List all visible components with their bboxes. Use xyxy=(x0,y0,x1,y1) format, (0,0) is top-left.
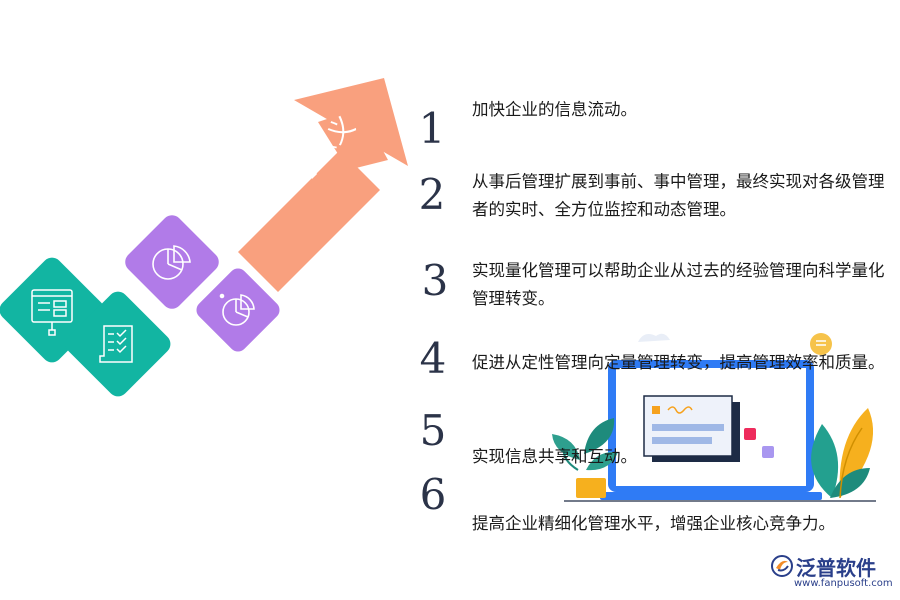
pie-chart-icon xyxy=(152,245,191,280)
brand-name: 泛普软件 xyxy=(796,556,876,580)
tile-pie-chart-1 xyxy=(125,215,219,309)
item-text-6: 提高企业精细化管理水平，增强企业核心竞争力。 xyxy=(472,514,835,533)
item-text-3: 实现量化管理可以帮助企业从过去的经验管理向科学量化管理转变。 xyxy=(472,261,885,308)
item-text-2: 从事后管理扩展到事前、事中管理，最终实现对各级管理者的实时、全方位监控和动态管理… xyxy=(472,172,885,219)
arrow-shaft xyxy=(238,150,380,292)
cloud-icon xyxy=(638,333,670,342)
item-text-5: 实现信息共享和互动。 xyxy=(472,447,637,466)
item-number-3: 3 xyxy=(421,256,449,305)
item-number-5: 5 xyxy=(419,406,447,455)
pie-chart-icon xyxy=(219,293,255,326)
item-text-1: 加快企业的信息流动。 xyxy=(472,100,637,119)
item-number-6: 6 xyxy=(419,470,447,519)
tile-checklist xyxy=(65,291,171,397)
decor-blob xyxy=(716,377,783,414)
tile-pie-chart-2 xyxy=(196,268,280,352)
laptop-screen xyxy=(608,360,814,492)
item-number-4: 4 xyxy=(419,334,447,383)
item-number-1: 1 xyxy=(418,104,446,153)
item-text-4: 促进从定性管理向定量管理转变，提高管理效率和质量。 xyxy=(472,353,885,372)
checklist-document-icon xyxy=(99,325,133,363)
fanpu-logo-icon xyxy=(771,555,793,577)
presentation-board-icon xyxy=(31,289,73,336)
arrow-head-join xyxy=(318,108,388,170)
brand-url: www.fanpusoft.com xyxy=(794,578,893,589)
brand-logo: 泛普软件 www.fanpusoft.com xyxy=(770,552,900,600)
arrow-and-tiles-svg xyxy=(0,78,408,397)
meaning-arrow-graphic: 应用erp意义 xyxy=(0,0,420,420)
laptop-base xyxy=(600,492,822,500)
item-number-2: 2 xyxy=(418,170,446,219)
